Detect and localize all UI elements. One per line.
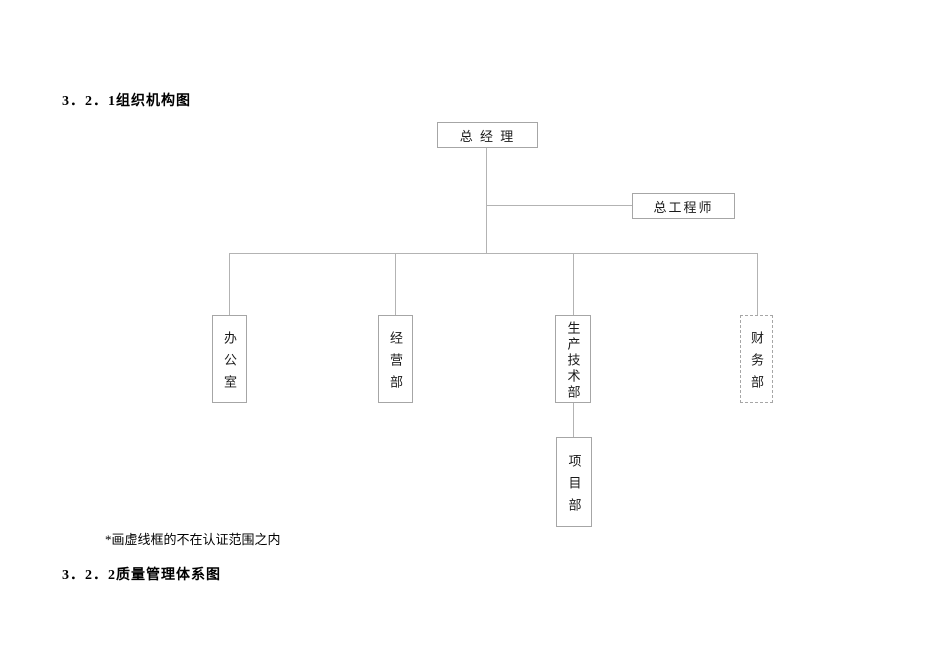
connector-drop-project xyxy=(573,403,574,437)
connector-main-horizontal xyxy=(229,253,758,254)
org-node-office-label: 办公室 xyxy=(222,330,237,397)
org-node-finance-dept: 财务部 xyxy=(740,315,773,403)
org-node-general-manager: 总 经 理 xyxy=(437,122,538,148)
connector-drop-finance xyxy=(757,253,758,315)
org-node-finance-dept-label: 财务部 xyxy=(749,330,764,397)
connector-drop-office xyxy=(229,253,230,315)
connector-drop-business xyxy=(395,253,396,315)
org-node-general-manager-label: 总 经 理 xyxy=(459,128,516,144)
org-node-production-tech-dept-label: 生产技术部 xyxy=(565,320,581,401)
org-node-business-dept-label: 经营部 xyxy=(388,330,403,397)
org-node-chief-engineer: 总工程师 xyxy=(632,193,735,219)
section-heading-quality-system: 3．2．2质量管理体系图 xyxy=(62,568,221,583)
connector-drop-production xyxy=(573,253,574,315)
org-node-chief-engineer-label: 总工程师 xyxy=(653,199,714,215)
org-node-production-tech-dept: 生产技术部 xyxy=(555,315,591,403)
org-node-business-dept: 经营部 xyxy=(378,315,413,403)
org-node-project-dept-label: 项目部 xyxy=(566,453,582,520)
org-node-project-dept: 项目部 xyxy=(556,437,592,527)
connector-chief-engineer-branch xyxy=(486,205,632,206)
dashed-box-footnote: *画虚线框的不在认证范围之内 xyxy=(105,532,281,547)
org-node-office: 办公室 xyxy=(212,315,247,403)
section-heading-org-chart: 3．2．1组织机构图 xyxy=(62,94,191,109)
connector-gm-vertical xyxy=(486,147,487,253)
